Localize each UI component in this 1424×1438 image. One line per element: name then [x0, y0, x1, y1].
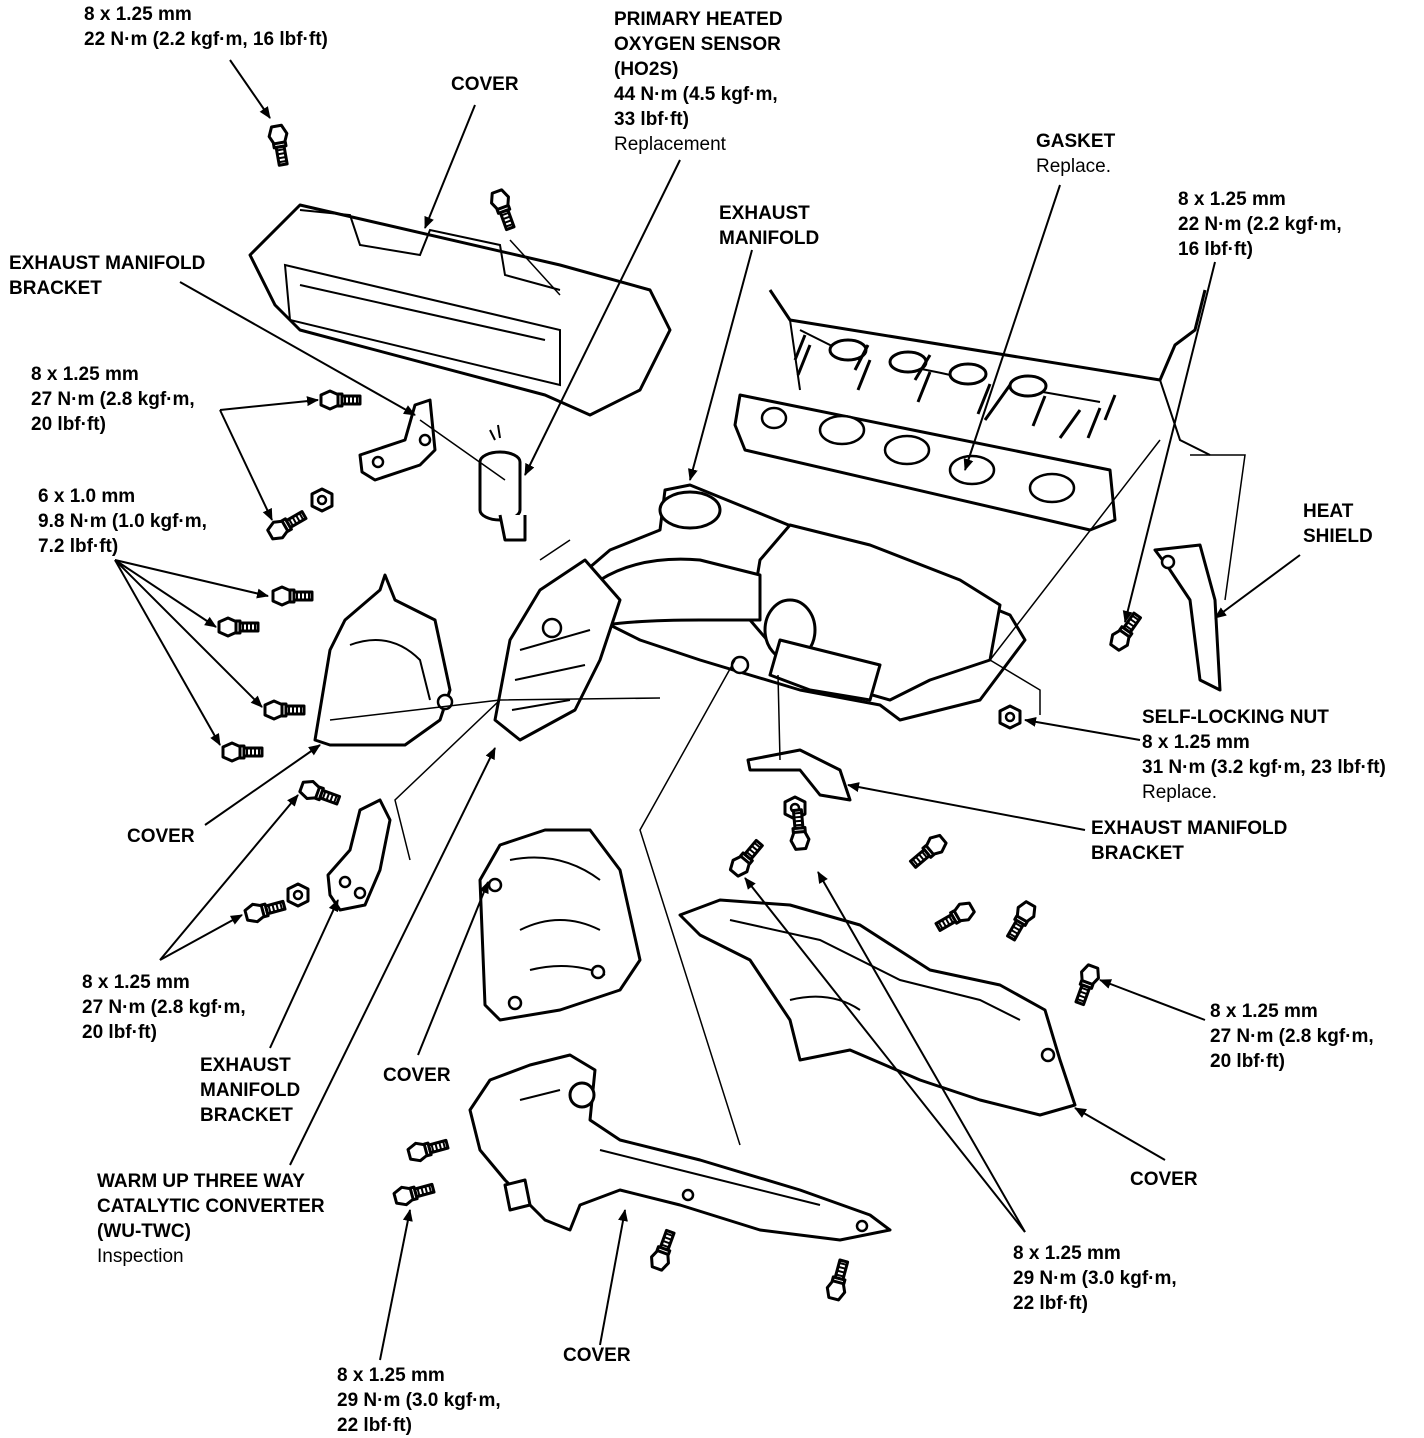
bracket-lower-left-label: EXHAUST MANIFOLD BRACKET	[200, 1053, 300, 1128]
ho2s-line-4: 44 N·m (4.5 kgf·m,	[614, 84, 778, 105]
cover-bottom-label: COVER	[563, 1343, 631, 1368]
bracket-top-left-line-1: EXHAUST MANIFOLD	[9, 253, 206, 274]
bolt-mid-left-line-1: 8 x 1.25 mm	[31, 364, 139, 385]
bolt-mid-left-label: 8 x 1.25 mm 27 N·m (2.8 kgf·m, 20 lbf·ft)	[31, 362, 195, 437]
heat-shield-line-1: HEAT	[1303, 501, 1354, 522]
heat-shield-label: HEAT SHIELD	[1303, 499, 1373, 549]
bolt-lower-right-line-3: 22 lbf·ft)	[1013, 1293, 1088, 1314]
oxygen-sensor-part	[478, 424, 527, 542]
bolt-lower-right-line-2: 29 N·m (3.0 kgf·m,	[1013, 1268, 1177, 1289]
bolt-6mm-line-1: 6 x 1.0 mm	[38, 486, 136, 507]
bolt-top-left-line-1: 8 x 1.25 mm	[84, 4, 192, 25]
bolt-lower-left-line-2: 27 N·m (2.8 kgf·m,	[82, 997, 246, 1018]
bracket-top-left-label: EXHAUST MANIFOLD BRACKET	[9, 251, 205, 301]
bracket-right-label: EXHAUST MANIFOLD BRACKET	[1091, 816, 1287, 866]
heat-shield-line-2: SHIELD	[1303, 526, 1373, 547]
bolt-6mm-line-3: 7.2 lbf·ft)	[38, 536, 119, 557]
cover-right-line-1: COVER	[1130, 1169, 1198, 1190]
gasket-label: GASKET Replace.	[1036, 129, 1115, 179]
cover-bottom-line-1: COVER	[563, 1345, 631, 1366]
self-locking-nut-line-2: 8 x 1.25 mm	[1142, 732, 1250, 753]
bolt-lower-left-line-3: 20 lbf·ft)	[82, 1022, 157, 1043]
bolt-top-right-line-3: 16 lbf·ft)	[1178, 239, 1253, 260]
bolt-lower-left-label: 8 x 1.25 mm 27 N·m (2.8 kgf·m, 20 lbf·ft)	[82, 970, 246, 1045]
bolt-6mm-line-2: 9.8 N·m (1.0 kgf·m,	[38, 511, 207, 532]
leader-lines	[114, 59, 1301, 1361]
bracket-lower-left-line-3: BRACKET	[200, 1105, 293, 1126]
ho2s-line-2: OXYGEN SENSOR	[614, 34, 781, 55]
top-cover	[248, 203, 672, 417]
cover-center-label: COVER	[383, 1063, 451, 1088]
gasket-line-1: GASKET	[1036, 131, 1116, 152]
gasket-line-2: Replace.	[1036, 156, 1111, 177]
bracket-lower-left-line-1: EXHAUST	[200, 1055, 291, 1076]
heat-shield-part	[1153, 543, 1222, 692]
bracket-lower-left-line-2: MANIFOLD	[200, 1080, 301, 1101]
exhaust-manifold-line-2: MANIFOLD	[719, 228, 820, 249]
wu-twc-line-3: (WU-TWC)	[97, 1221, 191, 1242]
bolt-right-line-1: 8 x 1.25 mm	[1210, 1001, 1318, 1022]
bolt-bottom-label: 8 x 1.25 mm 29 N·m (3.0 kgf·m, 22 lbf·ft)	[337, 1363, 501, 1438]
bracket-right-line-2: BRACKET	[1091, 843, 1184, 864]
bolt-top-right-line-2: 22 N·m (2.2 kgf·m,	[1178, 214, 1342, 235]
bolt-top-left-label: 8 x 1.25 mm 22 N·m (2.2 kgf·m, 16 lbf·ft)	[84, 2, 328, 52]
bolt-right-label: 8 x 1.25 mm 27 N·m (2.8 kgf·m, 20 lbf·ft)	[1210, 999, 1374, 1074]
cover-center-line-1: COVER	[383, 1065, 451, 1086]
ho2s-label: PRIMARY HEATED OXYGEN SENSOR (HO2S) 44 N·m …	[614, 7, 783, 157]
bolt-top-right-label: 8 x 1.25 mm 22 N·m (2.2 kgf·m, 16 lbf·ft)	[1178, 187, 1342, 262]
bolt-lower-right-label: 8 x 1.25 mm 29 N·m (3.0 kgf·m, 22 lbf·ft)	[1013, 1241, 1177, 1316]
bolt-right-line-2: 27 N·m (2.8 kgf·m,	[1210, 1026, 1374, 1047]
self-locking-nut-line-1: SELF-LOCKING NUT	[1142, 707, 1329, 728]
cover-left-label: COVER	[127, 824, 195, 849]
gasket	[733, 393, 1117, 532]
wu-twc-line-1: WARM UP THREE WAY	[97, 1171, 305, 1192]
ho2s-line-5: 33 lbf·ft)	[614, 109, 689, 130]
left-cover-part	[313, 573, 454, 747]
wu-twc-label: WARM UP THREE WAY CATALYTIC CONVERTER (WU-…	[97, 1169, 325, 1269]
exhaust-manifold-line-1: EXHAUST	[719, 203, 810, 224]
bolt-bottom-line-3: 22 lbf·ft)	[337, 1415, 412, 1436]
bolt-6mm-label: 6 x 1.0 mm 9.8 N·m (1.0 kgf·m, 7.2 lbf·ft)	[38, 484, 207, 559]
ho2s-line-1: PRIMARY HEATED	[614, 9, 783, 30]
bolt-lower-left-line-1: 8 x 1.25 mm	[82, 972, 190, 993]
cover-left-line-1: COVER	[127, 826, 195, 847]
bolt-bottom-line-2: 29 N·m (3.0 kgf·m,	[337, 1390, 501, 1411]
bolt-lower-right-line-1: 8 x 1.25 mm	[1013, 1243, 1121, 1264]
self-locking-nut-line-4: Replace.	[1142, 782, 1217, 803]
alignment-lines	[329, 239, 1246, 1146]
cover-top-label: COVER	[451, 72, 519, 97]
wu-twc-line-2: CATALYTIC CONVERTER	[97, 1196, 325, 1217]
self-locking-nut-label: SELF-LOCKING NUT 8 x 1.25 mm 31 N·m (3.2 k…	[1142, 705, 1386, 805]
wu-twc-line-4: Inspection	[97, 1246, 184, 1267]
exhaust-manifold-label: EXHAUST MANIFOLD	[719, 201, 819, 251]
center-cover-part	[478, 828, 642, 1022]
bolt-top-left-line-2: 22 N·m (2.2 kgf·m, 16 lbf·ft)	[84, 29, 328, 50]
ho2s-line-6: Replacement	[614, 134, 726, 155]
cover-top-line-1: COVER	[451, 74, 519, 95]
exhaust-manifold-part	[493, 483, 1027, 742]
ho2s-line-3: (HO2S)	[614, 59, 679, 80]
bolt-right-line-3: 20 lbf·ft)	[1210, 1051, 1285, 1072]
cover-right-label: COVER	[1130, 1167, 1198, 1192]
bracket-top-left-line-2: BRACKET	[9, 278, 102, 299]
bolt-mid-left-line-2: 27 N·m (2.8 kgf·m,	[31, 389, 195, 410]
fasteners	[217, 123, 1147, 1303]
cylinder-head	[768, 289, 1211, 456]
bolt-top-right-line-1: 8 x 1.25 mm	[1178, 189, 1286, 210]
bolt-bottom-line-1: 8 x 1.25 mm	[337, 1365, 445, 1386]
bracket-parts	[326, 398, 852, 912]
bracket-right-line-1: EXHAUST MANIFOLD	[1091, 818, 1288, 839]
self-locking-nut-line-3: 31 N·m (3.2 kgf·m, 23 lbf·ft)	[1142, 757, 1386, 778]
bottom-cover-part	[468, 1053, 892, 1242]
bolt-mid-left-line-3: 20 lbf·ft)	[31, 414, 106, 435]
